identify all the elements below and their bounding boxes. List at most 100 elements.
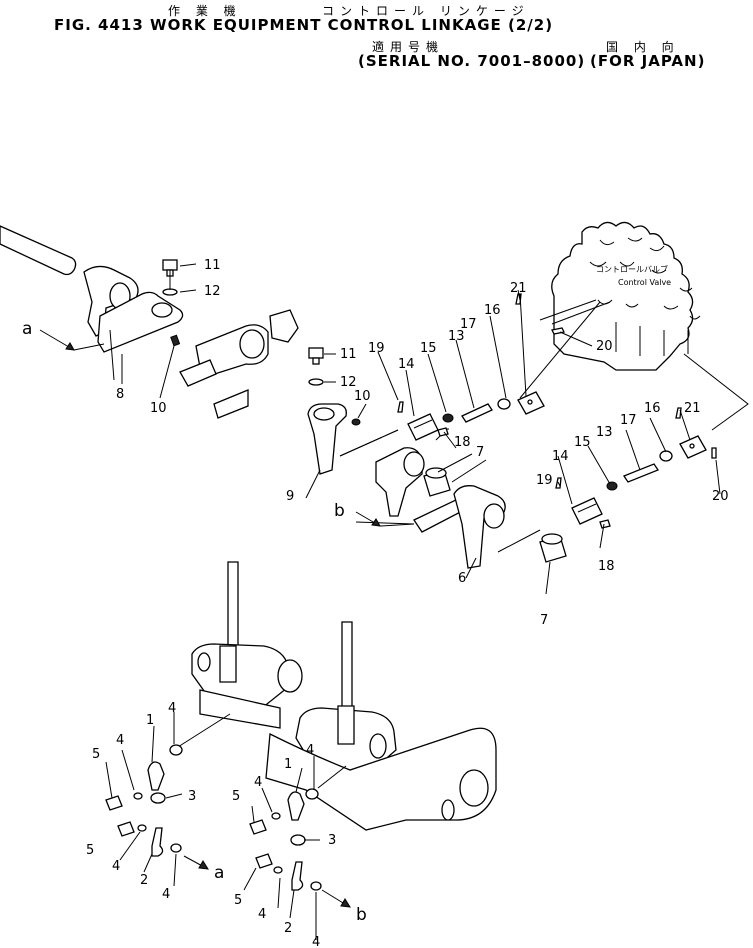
nut-17-upper bbox=[497, 398, 511, 410]
callout-15-upper: 15 bbox=[420, 341, 437, 356]
pin-10-left bbox=[170, 334, 181, 347]
ref-label-b-top: b bbox=[334, 501, 345, 521]
callout-5-left-bottom: 5 bbox=[86, 843, 94, 858]
callout-2-left: 2 bbox=[140, 873, 148, 888]
callout-17-lower: 17 bbox=[620, 413, 637, 428]
callout-4-left-last: 4 bbox=[162, 887, 170, 902]
callout-4-right-bottom: 4 bbox=[258, 907, 266, 922]
callout-13-upper: 13 bbox=[448, 329, 465, 344]
upper-row-link bbox=[519, 301, 601, 399]
japanese-market-label: 国 内 向 bbox=[606, 40, 680, 54]
callout-9: 9 bbox=[286, 489, 294, 504]
callout-1-left: 1 bbox=[146, 713, 154, 728]
callout-5-right-top: 5 bbox=[232, 789, 240, 804]
lever-6-leader-lines bbox=[355, 459, 541, 553]
callout-4-left-bottom: 4 bbox=[112, 859, 120, 874]
callout-18-lower: 18 bbox=[598, 559, 615, 574]
control-lever-stand-right bbox=[265, 621, 497, 831]
reference-arrow-a-top bbox=[39, 329, 105, 351]
callout-10-center: 10 bbox=[354, 389, 371, 404]
pin-18-stub bbox=[435, 435, 441, 441]
ball-joint-stack-right bbox=[249, 788, 322, 891]
yoke-14-upper bbox=[407, 413, 439, 441]
ball-joint-stack-left bbox=[105, 744, 183, 857]
callout-21-lower: 21 bbox=[684, 401, 701, 416]
callout-3-left: 3 bbox=[188, 789, 196, 804]
callout-16-lower: 16 bbox=[644, 401, 661, 416]
serial-range: (SERIAL NO. 7001–8000) bbox=[358, 52, 586, 70]
callout-15-lower: 15 bbox=[574, 435, 591, 450]
callout-19-upper: 19 bbox=[368, 341, 385, 356]
cotter-19-upper bbox=[397, 401, 404, 413]
yoke-16-upper bbox=[517, 391, 545, 415]
pivot-bracket-upper-left bbox=[83, 265, 139, 337]
bushing-7-lower bbox=[539, 533, 567, 563]
valve-leader-lines bbox=[539, 299, 749, 431]
washer-12-center bbox=[308, 378, 324, 386]
figure-title: FIG. 4413 WORK EQUIPMENT CONTROL LINKAGE… bbox=[54, 16, 554, 34]
callout-8: 8 bbox=[116, 387, 124, 402]
ref-label-b-bottom: b bbox=[356, 905, 367, 925]
callout-19-lower: 19 bbox=[536, 473, 553, 488]
pin-10-center bbox=[351, 418, 361, 426]
japanese-title-left: 作 業 機 bbox=[168, 4, 242, 18]
callout-20-upper: 20 bbox=[596, 339, 613, 354]
yoke-16-lower bbox=[679, 435, 707, 459]
japanese-serial-label: 適用号機 bbox=[372, 40, 445, 54]
japanese-title-right: コントロール リンケージ bbox=[322, 4, 530, 18]
pin-20-lower bbox=[711, 447, 717, 459]
pivot-bracket-middle bbox=[179, 309, 299, 419]
callout-4-left-top: 4 bbox=[168, 701, 176, 716]
callout-12-left: 12 bbox=[204, 284, 221, 299]
rod-13-lower bbox=[623, 463, 659, 483]
ref-label-a-bottom: a bbox=[214, 863, 224, 883]
upper-row-leader bbox=[339, 429, 399, 457]
ref-label-a-top: a bbox=[22, 319, 32, 339]
lever-8 bbox=[97, 291, 184, 353]
bracket-upper-center bbox=[375, 447, 425, 517]
callout-leader-lines bbox=[105, 263, 721, 940]
callout-1-right: 1 bbox=[284, 757, 292, 772]
reference-arrow-a-bottom bbox=[183, 855, 209, 870]
callout-4-right-last: 4 bbox=[312, 935, 320, 948]
callout-18-upper: 18 bbox=[454, 435, 471, 450]
callout-4-left-mid: 4 bbox=[116, 733, 124, 748]
market-label: (FOR JAPAN) bbox=[590, 52, 706, 70]
callout-2-right: 2 bbox=[284, 921, 292, 936]
callout-7-lower: 7 bbox=[540, 613, 548, 628]
callout-20-lower: 20 bbox=[712, 489, 729, 504]
bolt-11-center bbox=[308, 347, 324, 365]
callout-5-left-top: 5 bbox=[92, 747, 100, 762]
nut-15-upper bbox=[442, 413, 454, 423]
callout-5-right-bottom: 5 bbox=[234, 893, 242, 908]
lever-6 bbox=[413, 485, 506, 569]
reference-arrow-b-bottom bbox=[321, 889, 351, 908]
pin-18-lower bbox=[599, 519, 611, 529]
callout-14-lower: 14 bbox=[552, 449, 569, 464]
bushing-7-upper bbox=[423, 467, 451, 497]
callout-21-upper: 21 bbox=[510, 281, 527, 296]
callout-7-upper: 7 bbox=[476, 445, 484, 460]
callout-3-right: 3 bbox=[328, 833, 336, 848]
callout-14-upper: 14 bbox=[398, 357, 415, 372]
nut-15-lower bbox=[606, 481, 618, 491]
control-valve-body: コントロールバルブ Control Valve bbox=[551, 221, 701, 371]
nut-17-lower bbox=[659, 450, 673, 462]
callout-13-lower: 13 bbox=[596, 425, 613, 440]
reference-arrow-b-top bbox=[355, 511, 415, 527]
rod-13-upper bbox=[461, 403, 493, 423]
callout-4-right-top: 4 bbox=[306, 743, 314, 758]
control-lever-stand-left bbox=[169, 561, 303, 753]
callout-11-left: 11 bbox=[204, 258, 221, 273]
cotter-21-lower bbox=[675, 407, 682, 419]
callout-16-upper: 16 bbox=[484, 303, 501, 318]
control-valve-label: Control Valve bbox=[618, 278, 671, 287]
yoke-14-lower bbox=[571, 497, 603, 525]
callout-10-left: 10 bbox=[150, 401, 167, 416]
callout-12-center: 12 bbox=[340, 375, 357, 390]
control-valve-jp-label: コントロールバルブ bbox=[596, 264, 668, 274]
callout-6: 6 bbox=[458, 571, 466, 586]
callout-17-upper: 17 bbox=[460, 317, 477, 332]
callout-11-center: 11 bbox=[340, 347, 357, 362]
